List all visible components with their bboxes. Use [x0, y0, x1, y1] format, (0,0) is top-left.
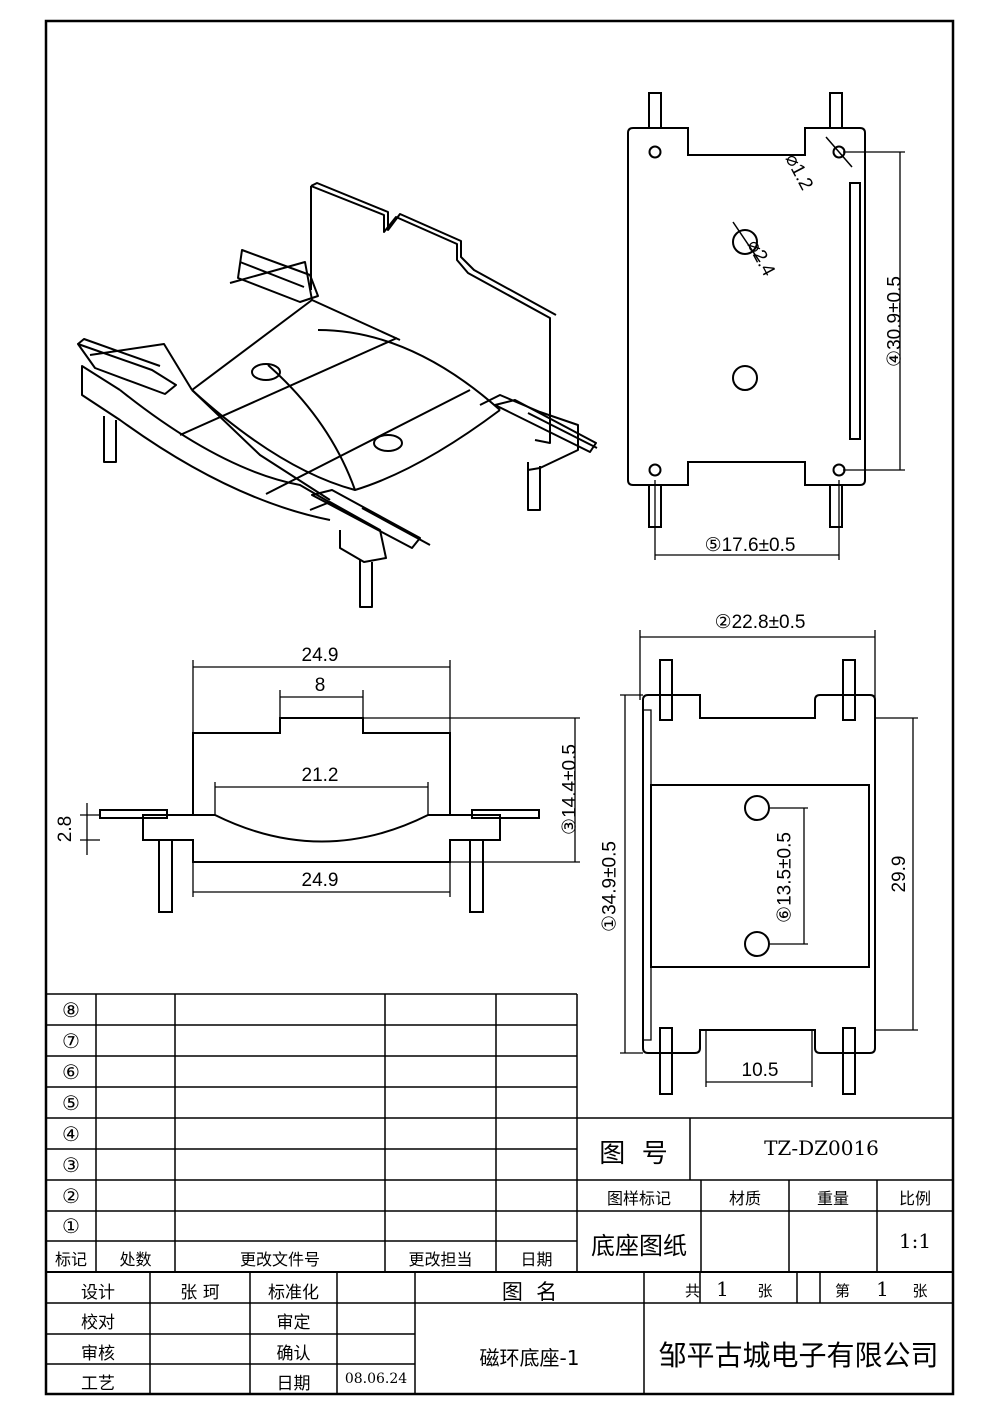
- scale-value: 1:1: [898, 1229, 932, 1253]
- revision-row-3: ③: [62, 1155, 80, 1177]
- process-label: 工艺: [81, 1374, 115, 1394]
- dim-front-arc: 21.2: [301, 765, 339, 786]
- drawing-name: 磁环底座-1: [479, 1346, 580, 1370]
- side-view: [620, 630, 918, 1095]
- revision-row-8: ⑧: [62, 1000, 80, 1022]
- revision-row-1: ①: [62, 1216, 80, 1238]
- total-sheets: 1: [716, 1277, 729, 1301]
- sheet-suffix: 张: [912, 1282, 928, 1300]
- sheet-number: 1: [876, 1277, 889, 1301]
- isometric-view: [77, 182, 598, 608]
- total-suffix: 张: [757, 1282, 773, 1300]
- dim-front-top-width: 24.9: [301, 645, 339, 666]
- review-label: 审定: [276, 1313, 311, 1333]
- sheet-prefix: 第: [834, 1282, 850, 1300]
- check-label: 校对: [81, 1313, 115, 1333]
- drawing-no: TZ-DZ0016: [764, 1136, 879, 1160]
- dim-front-bottom: 24.9: [301, 870, 339, 891]
- col-scale: 比例: [898, 1189, 931, 1208]
- revision-row-2: ②: [62, 1186, 80, 1208]
- revision-row-4: ④: [62, 1124, 80, 1146]
- front-view: [80, 660, 580, 913]
- standard-label: 标准化: [268, 1283, 319, 1303]
- design-label: 设计: [81, 1283, 115, 1303]
- top-view: [627, 92, 905, 560]
- revision-row-5: ⑤: [62, 1093, 80, 1115]
- date-label: 日期: [276, 1374, 311, 1394]
- dim-front-tab: 8: [314, 675, 326, 696]
- header-change-owner: 更改担当: [408, 1250, 473, 1269]
- total-prefix: 共: [684, 1282, 700, 1300]
- dim-top-height: ④30.9±0.5: [884, 276, 906, 367]
- col-material: 材质: [728, 1189, 761, 1208]
- designer: 张 珂: [180, 1283, 220, 1303]
- dim-side-gap: 10.5: [741, 1060, 779, 1081]
- revision-row-6: ⑥: [62, 1062, 80, 1084]
- dim-side-hole-pitch: ⑥13.5±0.5: [774, 832, 796, 923]
- revision-table-grid: [46, 993, 953, 1394]
- audit-label: 审核: [81, 1344, 115, 1364]
- header-count: 处数: [119, 1250, 152, 1269]
- dim-side-inner-height: 29.9: [889, 855, 910, 893]
- revision-row-7: ⑦: [62, 1031, 80, 1053]
- dim-top-width: ⑤17.6±0.5: [704, 535, 796, 556]
- sheet-border: [44, 19, 955, 1396]
- dim-front-height: ③14.4±0.5: [559, 744, 581, 835]
- header-mark: 标记: [54, 1250, 87, 1269]
- doc-type: 底座图纸: [591, 1232, 687, 1260]
- header-date: 日期: [520, 1250, 553, 1269]
- confirm-label: 确认: [276, 1344, 311, 1364]
- col-mark: 图样标记: [606, 1189, 671, 1208]
- date-value: 08.06.24: [344, 1371, 408, 1387]
- col-weight: 重量: [816, 1189, 849, 1208]
- company-name: 邹平古城电子有限公司: [658, 1339, 939, 1372]
- dim-side-width: ②22.8±0.5: [714, 612, 806, 633]
- name-label: 图 名: [501, 1280, 558, 1304]
- dim-front-flange: 2.8: [55, 815, 76, 843]
- header-change-doc: 更改文件号: [239, 1250, 320, 1269]
- dim-side-height: ①34.9±0.5: [599, 841, 621, 932]
- drawing-no-label: 图 号: [599, 1139, 668, 1169]
